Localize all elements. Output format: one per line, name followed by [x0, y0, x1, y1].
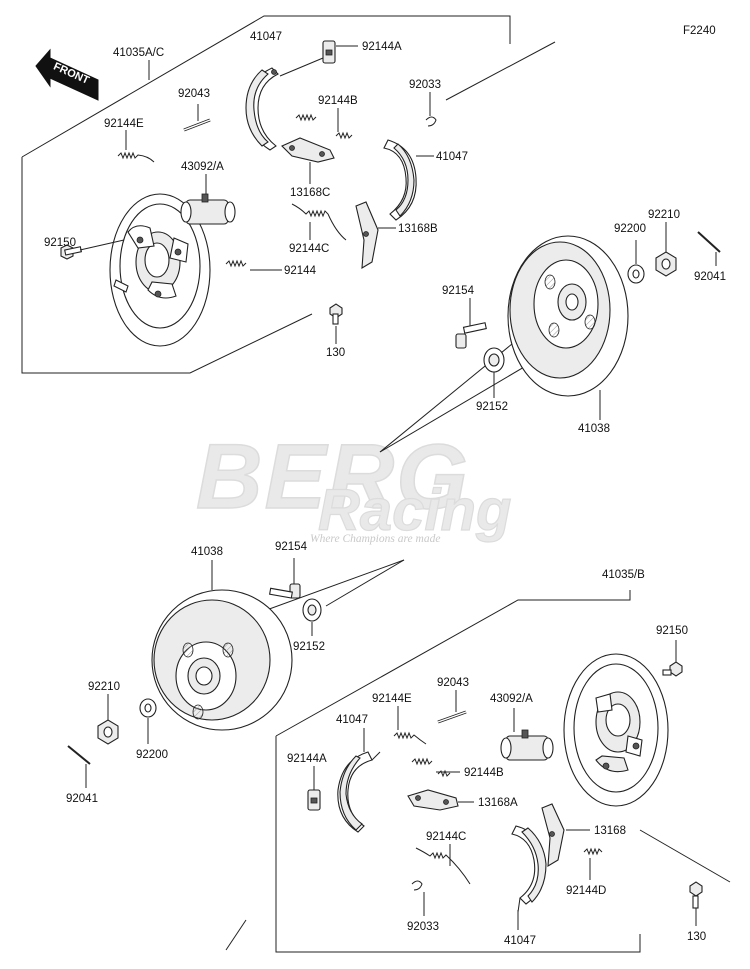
label-92144d-bottom: 92144D	[566, 885, 606, 897]
label-41047-top-b: 41047	[436, 151, 468, 163]
watermark-racing: Racing	[318, 478, 511, 543]
label-13168c-top: 13168C	[290, 187, 330, 199]
bolt-92150-bottom	[662, 640, 683, 677]
front-direction-arrow: FRONT	[35, 48, 99, 101]
label-92144b-top: 92144B	[318, 95, 358, 107]
label-92144b-bottom: 92144B	[464, 767, 504, 779]
label-92041-bottom: 92041	[66, 793, 98, 805]
backing-plate-top	[109, 193, 211, 347]
label-92200-bottom: 92200	[136, 749, 168, 761]
adjuster-13168c-top	[281, 137, 335, 184]
spring-92144d-bottom	[583, 847, 603, 880]
bolt-92154-top	[455, 298, 487, 349]
label-43092a-bottom: 43092/A	[490, 693, 533, 705]
bottom-group-frame	[225, 559, 731, 953]
spring-92144e-bottom	[393, 706, 427, 745]
brake-shoe-top-right	[383, 139, 434, 221]
cotter-pin-92041-bottom	[67, 745, 91, 788]
callout-labels-top: 41035A/C 41047 92144A 92043 92144B 92033…	[44, 31, 726, 435]
pin-92043-bottom	[437, 690, 467, 724]
label-41047-top-a: 41047	[250, 31, 282, 43]
wheel-cylinder-bottom	[500, 708, 554, 761]
label-92033-top: 92033	[409, 79, 441, 91]
watermark-brand: BERG	[196, 426, 470, 528]
label-92144c-top: 92144C	[289, 243, 329, 255]
label-92144c-bottom: 92144C	[426, 831, 466, 843]
label-92150-bottom: 92150	[656, 625, 688, 637]
clip-92033-top	[425, 92, 437, 127]
figure-code: F2240	[683, 25, 716, 37]
wheel-cylinder-top	[180, 174, 236, 225]
label-92150-top: 92150	[44, 237, 76, 249]
clip-92144a-top	[279, 40, 358, 77]
watermark: BERG Racing Where Champions are made	[195, 425, 512, 545]
label-92210-bottom: 92210	[88, 681, 120, 693]
label-92152-bottom: 92152	[293, 641, 325, 653]
label-92043-top: 92043	[178, 88, 210, 100]
brake-shoe-bottom-right	[511, 825, 547, 930]
top-group-frame	[21, 15, 615, 453]
screw-130-top	[329, 303, 343, 344]
label-92154-bottom: 92154	[275, 541, 308, 553]
spring-92144b-top	[295, 108, 353, 140]
label-92144e-top: 92144E	[104, 118, 144, 130]
cotter-pin-92041-top	[697, 231, 721, 266]
label-13168a-bottom: 13168A	[478, 797, 518, 809]
label-130-bottom: 130	[687, 931, 706, 943]
washer-92200-bottom	[139, 698, 157, 744]
seal-92152-top	[483, 347, 505, 398]
screw-130-bottom	[689, 881, 703, 926]
nut-92210-top	[655, 222, 677, 277]
label-92152-top: 92152	[476, 401, 508, 413]
label-41038-top: 41038	[578, 423, 610, 435]
label-43092a-top: 43092/A	[181, 161, 224, 173]
spring-92144b-bottom	[411, 757, 460, 778]
watermark-tagline: Where Champions are made	[310, 533, 440, 545]
label-13168-bottom: 13168	[594, 825, 626, 837]
label-41047-bottom-b: 41047	[504, 935, 536, 947]
label-92144-top: 92144	[284, 265, 317, 277]
spring-92144c-top	[291, 203, 347, 241]
brake-shoe-bottom-left	[337, 728, 381, 833]
brake-shoe-top-left	[245, 67, 279, 151]
brake-drum-top	[507, 235, 629, 420]
label-41038-bottom: 41038	[191, 546, 223, 558]
callout-labels-bottom: 41038 92154 41035/B 92150 92152 92210 92…	[66, 541, 706, 947]
seal-92152-bottom	[302, 598, 322, 636]
label-41047-bottom-a: 41047	[336, 714, 368, 726]
label-41035b: 41035/B	[602, 569, 645, 581]
spring-92144c-bottom	[415, 844, 471, 885]
label-92043-bottom: 92043	[437, 677, 469, 689]
backing-plate-bottom	[563, 653, 669, 807]
adjuster-13168a-bottom	[407, 789, 474, 811]
lever-13168-bottom	[541, 803, 590, 868]
clip-92144a-bottom	[307, 766, 321, 811]
label-41035ac: 41035A/C	[113, 47, 164, 59]
lever-13168b-top	[355, 201, 396, 270]
label-13168b-top: 13168B	[398, 223, 438, 235]
label-92154-top: 92154	[442, 285, 475, 297]
label-92144a-bottom: 92144A	[287, 753, 327, 765]
clip-92033-bottom	[411, 880, 425, 916]
pin-92043-top	[183, 104, 211, 132]
label-92200-top: 92200	[614, 223, 646, 235]
bolt-92154-bottom	[268, 558, 301, 599]
spring-92144-top	[225, 259, 282, 271]
bolt-92150-top	[60, 239, 125, 260]
label-130-top: 130	[326, 347, 345, 359]
label-92033-bottom: 92033	[407, 921, 439, 933]
label-92144a-top: 92144A	[362, 41, 402, 53]
label-92041-top: 92041	[694, 271, 726, 283]
washer-92200-top	[627, 240, 645, 284]
nut-92210-bottom	[97, 694, 119, 745]
spring-92144e-top	[117, 130, 155, 163]
brake-drum-bottom	[151, 560, 293, 731]
label-92144e-bottom: 92144E	[372, 693, 412, 705]
label-92210-top: 92210	[648, 209, 680, 221]
